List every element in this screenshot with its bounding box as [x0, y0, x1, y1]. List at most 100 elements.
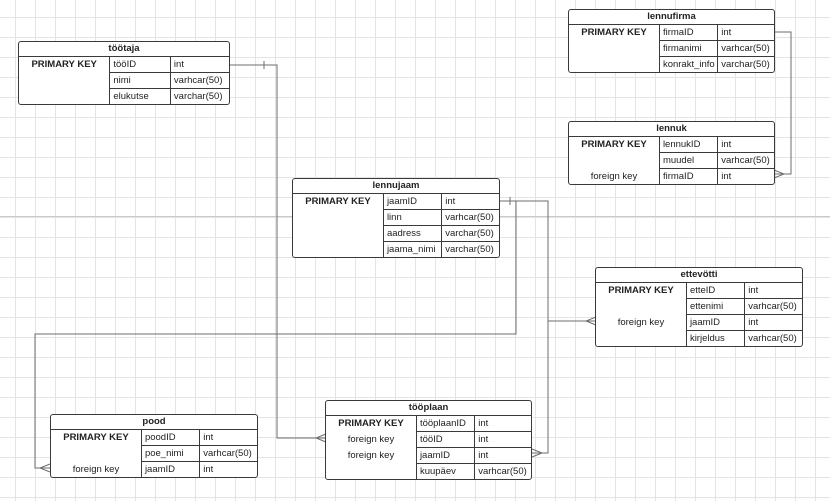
column-type: varchar(50) — [441, 241, 499, 257]
column-name: linn — [382, 209, 442, 226]
column-name: elukutse — [109, 88, 171, 104]
key-label — [569, 57, 659, 73]
key-label: foreign key — [72, 463, 120, 475]
column-name: tööplaanID — [415, 416, 475, 432]
column-name: jaamID — [140, 461, 200, 477]
entity-title: lennuk — [569, 122, 774, 137]
column-type: varchar(50) — [441, 225, 499, 242]
many-marker — [531, 448, 544, 458]
entity-title: töötaja — [19, 42, 229, 57]
column-type: int — [474, 431, 531, 448]
column-name: nimi — [109, 72, 171, 89]
entity-title: tööplaan — [326, 401, 531, 416]
column-type: int — [441, 194, 499, 210]
column-name: jaamID — [415, 447, 475, 464]
key-label: PRIMARY KEY — [305, 196, 371, 208]
column-type: int — [474, 447, 531, 464]
column-name: firmaID — [658, 25, 718, 41]
column-type: int — [199, 430, 257, 446]
column-type: int — [744, 314, 802, 331]
key-label — [293, 242, 383, 258]
column-type: varhcar(50) — [717, 152, 774, 169]
column-name: aadress — [382, 225, 442, 242]
column-type: varhcar(50) — [474, 463, 531, 479]
column-name: muudel — [658, 152, 718, 169]
column-name: etteID — [685, 283, 745, 299]
key-label: foreign key — [590, 170, 638, 182]
many-marker — [584, 316, 597, 326]
key-label — [326, 464, 416, 480]
column-name: kuupäev — [415, 463, 475, 479]
column-name: firmaID — [658, 168, 718, 184]
key-label: foreign key — [347, 450, 395, 461]
column-type: varhcar(50) — [199, 445, 257, 462]
key-label — [596, 331, 686, 347]
entity-title: lennufirma — [569, 10, 774, 25]
column-name: lennukID — [658, 137, 718, 153]
key-label: PRIMARY KEY — [338, 418, 404, 430]
column-type: varhcar(50) — [744, 330, 802, 346]
column-type: varchar(50) — [169, 88, 229, 104]
key-label: PRIMARY KEY — [608, 285, 674, 297]
key-label — [293, 210, 383, 226]
key-label — [19, 73, 110, 89]
column-name: poe_nimi — [140, 445, 200, 462]
column-name: tööID — [109, 57, 171, 73]
column-type: varhcar(50) — [169, 72, 229, 89]
key-label — [569, 153, 659, 169]
key-label: foreign key — [617, 317, 665, 328]
column-name: ettenimi — [685, 298, 745, 315]
key-label: foreign key — [347, 434, 395, 445]
column-type: varhcar(50) — [441, 209, 499, 226]
key-label — [293, 226, 383, 242]
key-label: PRIMARY KEY — [581, 139, 647, 151]
column-type: int — [744, 283, 802, 299]
column-name: poodID — [140, 430, 200, 446]
column-type: varchar(50) — [717, 56, 774, 72]
key-label — [51, 446, 141, 462]
entity-title: ettevötti — [596, 268, 802, 283]
entity-title: lennujaam — [293, 179, 499, 194]
column-type: varhcar(50) — [744, 298, 802, 315]
column-type: int — [199, 461, 257, 477]
column-type: int — [717, 168, 774, 184]
column-type: int — [717, 25, 774, 41]
